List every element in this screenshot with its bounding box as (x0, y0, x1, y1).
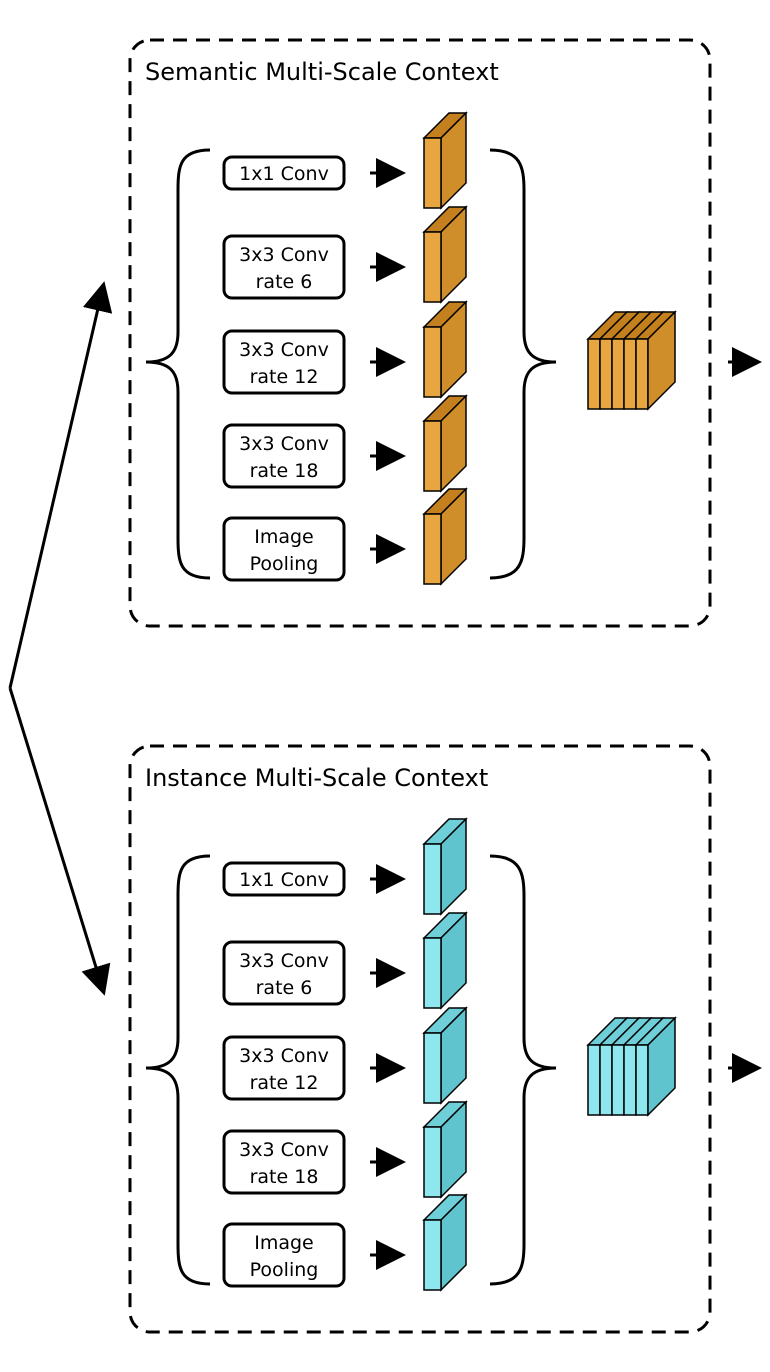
semantic-op-box (222, 329, 346, 395)
semantic-feature-map (423, 420, 442, 492)
semantic-feature-map (423, 231, 442, 303)
semantic-title: Semantic Multi-Scale Context (145, 58, 499, 86)
instance-feature-map (423, 843, 442, 915)
semantic-op-label: 3x3 Conv (239, 339, 329, 361)
instance-feature-map (423, 937, 442, 1009)
instance-feature-map (423, 1126, 442, 1198)
semantic-op-label: Image (254, 526, 314, 548)
instance-concat-block (586, 1016, 677, 1117)
instance-op-box (222, 861, 346, 897)
instance-concat-slice (611, 1044, 625, 1116)
instance-op-box (222, 1035, 346, 1101)
instance-branch-4: 3x3 Conv rate 18 (222, 1100, 468, 1199)
instance-feature-map (423, 1032, 442, 1104)
instance-op-label: 3x3 Conv (239, 950, 329, 972)
semantic-op-sublabel: rate 12 (250, 366, 319, 388)
semantic-branch-4: 3x3 Conv rate 18 (222, 394, 468, 493)
semantic-concat-side (647, 310, 676, 411)
instance-concat-side (647, 1016, 676, 1117)
branch-arrow-down (8, 687, 111, 996)
semantic-right-brace (489, 148, 557, 580)
instance-op-sublabel: rate 12 (250, 1072, 319, 1094)
semantic-op-label: 1x1 Conv (239, 163, 329, 185)
instance-context-panel: Instance Multi-Scale Context 1x1 Conv 3x3… (128, 744, 762, 1334)
semantic-feature-map (423, 326, 442, 398)
instance-title: Instance Multi-Scale Context (145, 764, 488, 792)
semantic-op-box (222, 516, 346, 582)
instance-branch-3: 3x3 Conv rate 12 (222, 1006, 468, 1105)
semantic-concat-slice (635, 338, 649, 410)
semantic-concat-slice (623, 338, 637, 410)
semantic-op-box (222, 155, 346, 191)
semantic-concat-slice (587, 338, 601, 410)
instance-op-label: Image (254, 1232, 314, 1254)
semantic-concat-block (586, 310, 677, 411)
semantic-branch-1: 1x1 Conv (222, 111, 468, 210)
semantic-op-box (222, 423, 346, 489)
semantic-concat-slice (611, 338, 625, 410)
semantic-context-panel: Semantic Multi-Scale Context 1x1 Conv 3x3… (128, 38, 762, 628)
semantic-op-label: 3x3 Conv (239, 244, 329, 266)
instance-left-brace (145, 854, 211, 1286)
instance-op-sublabel: rate 18 (250, 1166, 319, 1188)
instance-op-box (222, 1129, 346, 1195)
semantic-op-sublabel: rate 6 (256, 271, 313, 293)
instance-feature-map (423, 1219, 442, 1291)
semantic-feature-map (423, 513, 442, 585)
semantic-op-sublabel: rate 18 (250, 460, 319, 482)
instance-op-box (222, 940, 346, 1006)
instance-concat-slice (599, 1044, 613, 1116)
branch-arrows (8, 281, 113, 996)
instance-op-sublabel: rate 6 (256, 977, 313, 999)
semantic-branch-3: 3x3 Conv rate 12 (222, 300, 468, 399)
instance-concat-slice (587, 1044, 601, 1116)
semantic-op-sublabel: Pooling (250, 553, 319, 575)
instance-op-label: 3x3 Conv (239, 1139, 329, 1161)
instance-op-box (222, 1222, 346, 1288)
instance-branch-1: 1x1 Conv (222, 817, 468, 916)
instance-op-sublabel: Pooling (250, 1259, 319, 1281)
instance-op-label: 1x1 Conv (239, 869, 329, 891)
instance-concat-slice (635, 1044, 649, 1116)
semantic-feature-map (423, 137, 442, 209)
semantic-branch-2: 3x3 Conv rate 6 (222, 205, 468, 304)
semantic-op-label: 3x3 Conv (239, 433, 329, 455)
semantic-left-brace (145, 148, 211, 580)
branch-arrow-up (8, 281, 113, 689)
instance-right-brace (489, 854, 557, 1286)
instance-op-label: 3x3 Conv (239, 1045, 329, 1067)
instance-branch-2: 3x3 Conv rate 6 (222, 911, 468, 1010)
instance-concat-slice (623, 1044, 637, 1116)
semantic-concat-slice (599, 338, 613, 410)
semantic-op-box (222, 234, 346, 300)
